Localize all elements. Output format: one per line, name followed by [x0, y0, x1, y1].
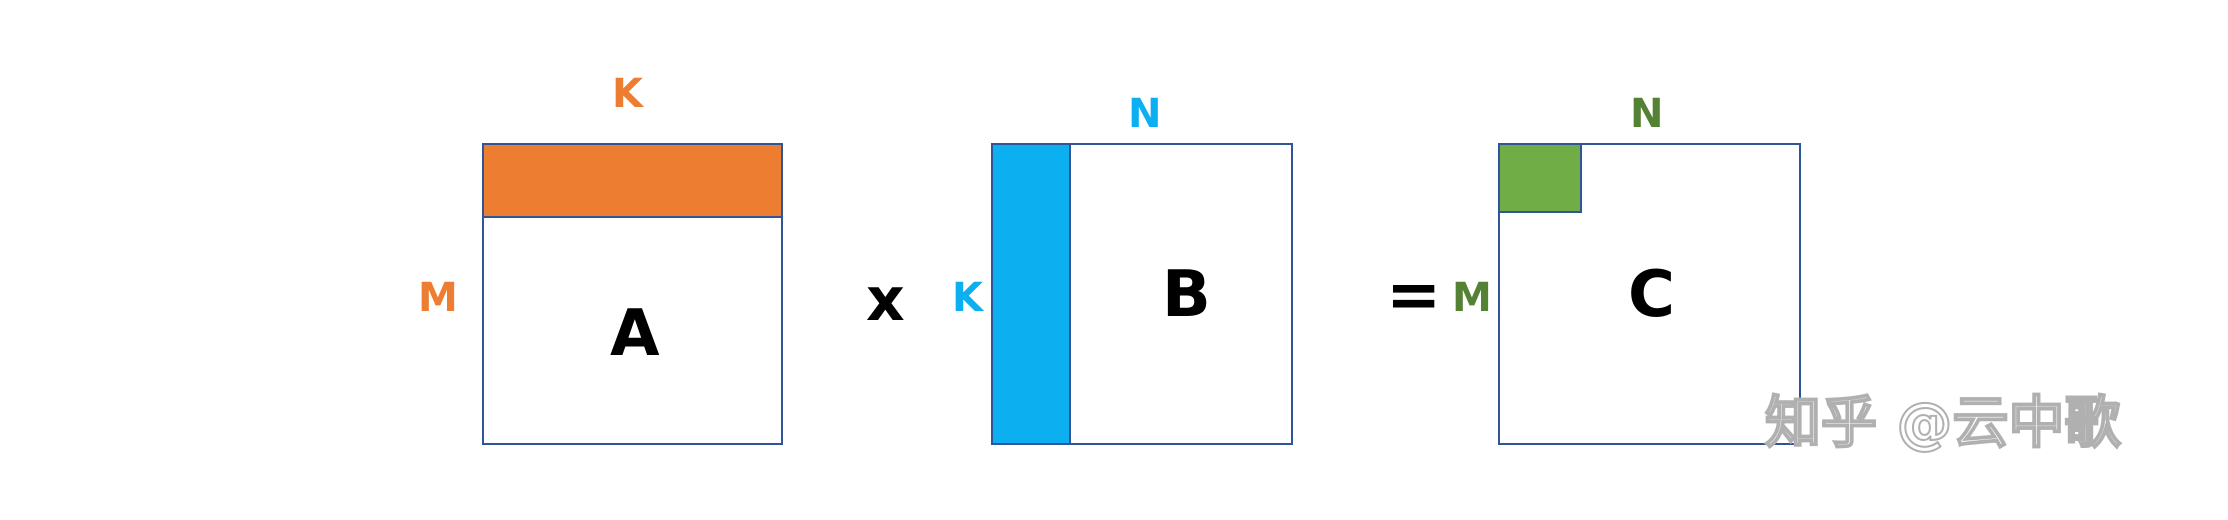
matrix-c-cols-label: N	[1630, 91, 1664, 137]
matrix-b-column-highlight	[991, 143, 1071, 445]
matrix-c-rows-label: M	[1452, 275, 1492, 321]
matrix-b-rows-label: K	[952, 275, 983, 321]
matrix-a-rows-label: M	[418, 275, 458, 321]
matrix-a-cols-label: K	[612, 71, 643, 117]
matrix-b-cols-label: N	[1128, 91, 1162, 137]
matrix-c-name: C	[1628, 258, 1675, 332]
watermark-text: 知乎 @云中歌	[1764, 391, 2121, 456]
matrix-b-name: B	[1162, 258, 1211, 332]
matrix-c	[1498, 143, 1801, 445]
matrix-a	[482, 143, 783, 445]
matrix-c-element-highlight	[1498, 143, 1582, 213]
matrix-a-name: A	[610, 297, 660, 371]
equals-operator: =	[1386, 256, 1442, 333]
multiply-operator: x	[866, 265, 905, 335]
matrix-b	[991, 143, 1293, 445]
matrix-a-row-highlight	[482, 143, 783, 218]
